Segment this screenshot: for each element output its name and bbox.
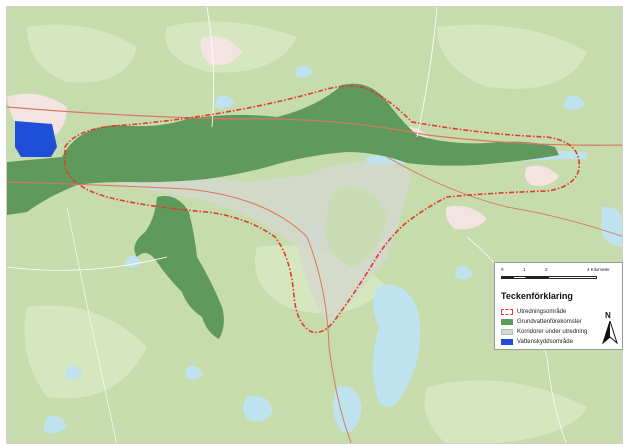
scale-bar: 0 1 2 4 Kilometer <box>501 267 617 283</box>
map-canvas[interactable] <box>6 6 623 444</box>
roads <box>7 7 622 443</box>
legend-label: Utredningsområde <box>517 309 567 315</box>
legend-panel: 0 1 2 4 Kilometer Teckenförklaring Utred… <box>494 262 623 350</box>
legend-item-groundwater: Grundvattenförekomster <box>501 318 582 326</box>
grey-fill-swatch <box>501 329 513 335</box>
dashed-red-outline-swatch <box>501 309 513 315</box>
legend-item-protection: Vattenskyddsområde <box>501 338 573 346</box>
legend-label: Vattenskyddsområde <box>517 339 573 345</box>
legend-item-study-area: Utredningsområde <box>501 308 566 316</box>
scale-tick-2: 2 <box>545 267 548 272</box>
study-area-outline <box>64 85 580 334</box>
north-arrow-icon <box>601 321 619 345</box>
blue-fill-swatch <box>501 339 513 345</box>
scale-tick-4: 4 Kilometer <box>587 267 610 272</box>
legend-item-corridor: Korridorer under utredning <box>501 328 587 336</box>
forest-patches <box>24 21 587 443</box>
scale-bar-graphic <box>501 276 597 279</box>
legend-label: Korridorer under utredning <box>517 329 588 335</box>
map-svg <box>7 7 622 443</box>
legend-title: Teckenförklaring <box>501 291 573 301</box>
green-fill-swatch <box>501 319 513 325</box>
water-protection-area <box>15 121 57 157</box>
north-label: N <box>605 311 611 320</box>
scale-tick-0: 0 <box>501 267 504 272</box>
north-arrow: N <box>601 311 619 345</box>
legend-label: Grundvattenförekomster <box>517 319 582 325</box>
corridor-area <box>87 162 412 327</box>
scale-tick-1: 1 <box>523 267 526 272</box>
groundwater-bodies <box>7 83 559 339</box>
